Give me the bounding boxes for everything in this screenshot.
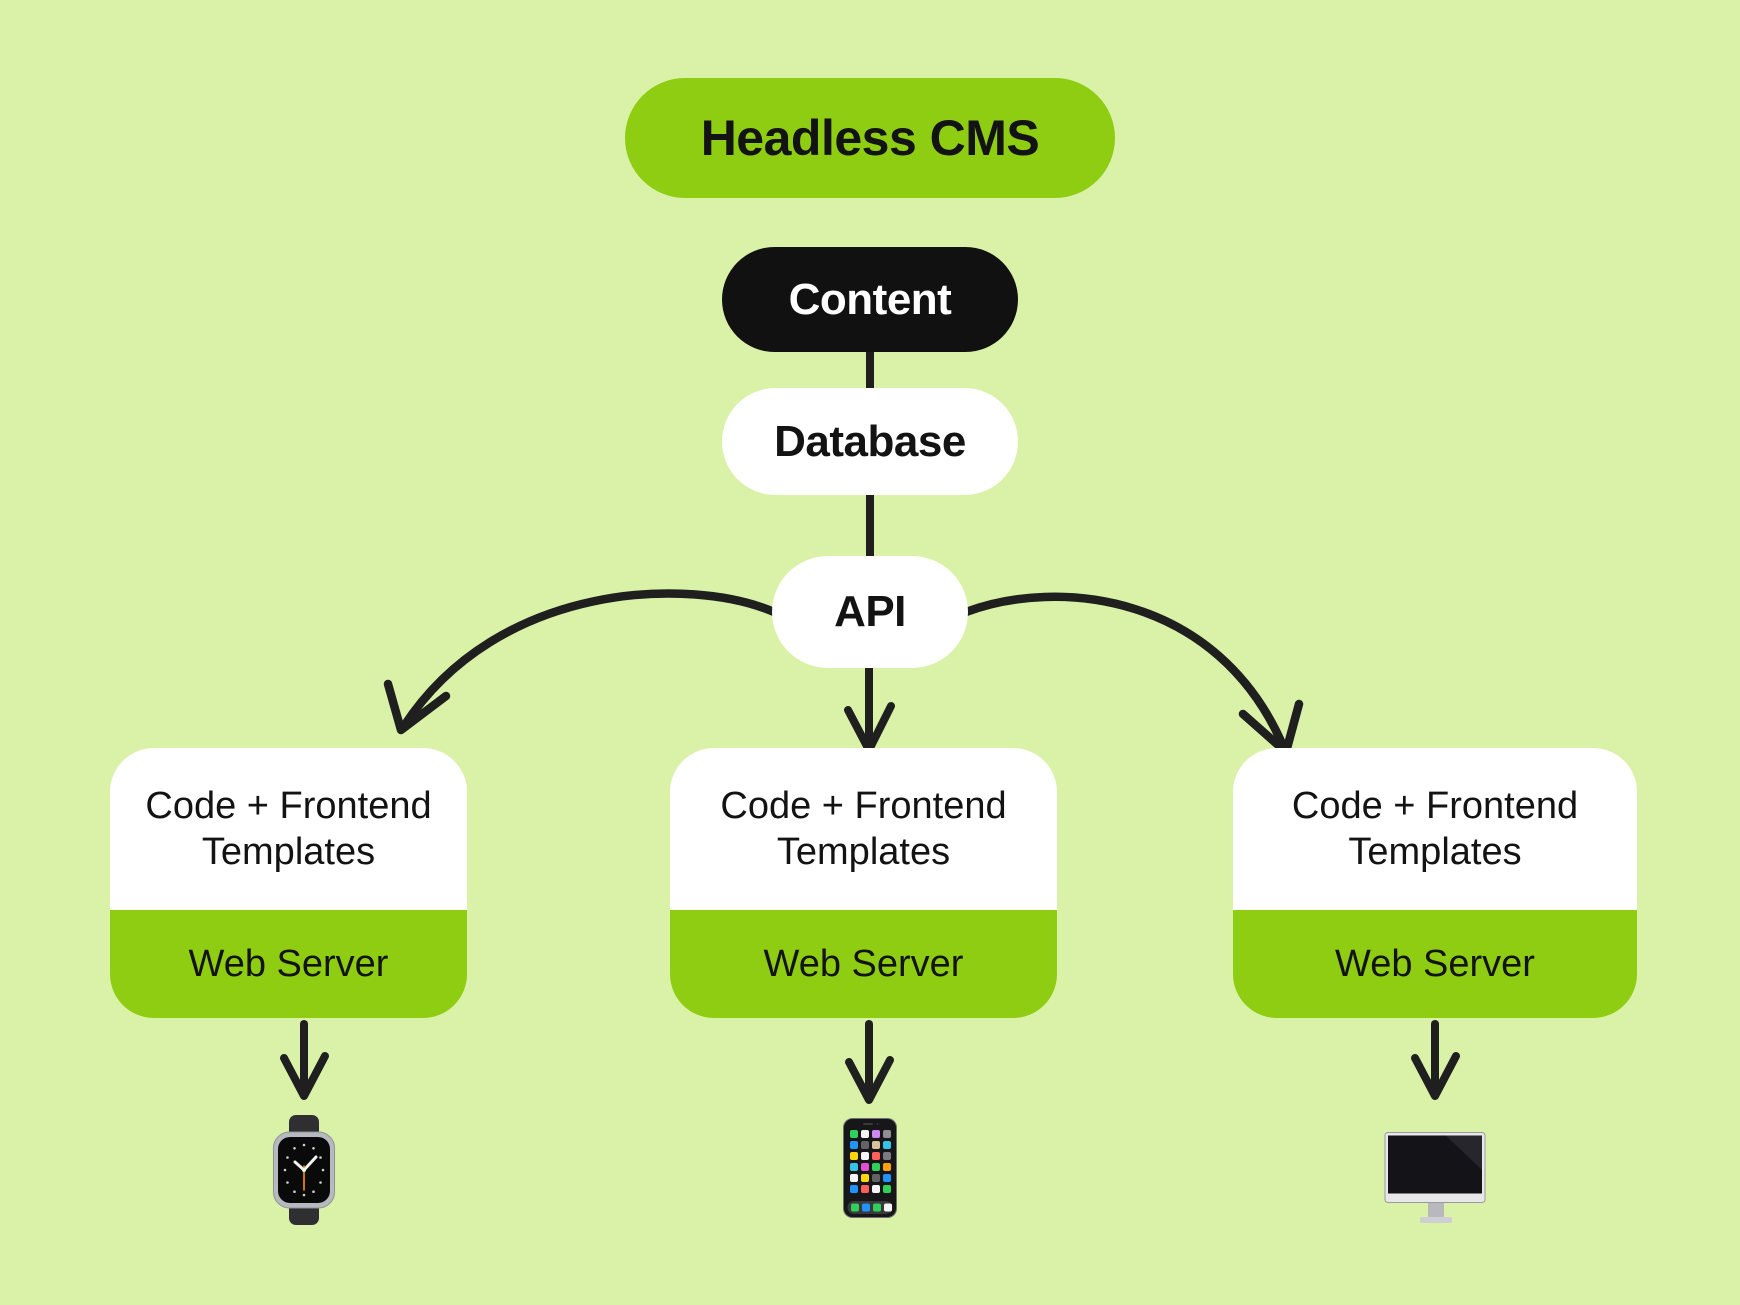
code-frontend-label-line2: Templates [1348,831,1522,873]
headless-cms-title-pill: Headless CMS [625,78,1115,198]
web-server-section: Web Server [670,910,1057,1018]
web-server-label: Web Server [188,942,389,985]
apple-watch-icon [273,1114,335,1226]
headless-cms-title-label: Headless CMS [700,110,1040,166]
server-box-left: Code + Frontend Templates Web Server [110,748,467,1018]
arrow-right-server-to-desktop-head [1411,1052,1460,1100]
arrow-left-server-to-watch-head [280,1052,329,1100]
database-label: Database [774,416,966,466]
desktop-computer-icon [1384,1132,1486,1224]
web-server-section: Web Server [110,910,467,1018]
api-label: API [834,587,906,636]
server-box-middle: Code + Frontend Templates Web Server [670,748,1057,1018]
arrow-api-to-left-server-head [383,679,451,735]
code-frontend-label-line1: Code + Frontend [145,785,432,827]
code-frontend-label-line1: Code + Frontend [720,785,1007,827]
content-pill: Content [722,247,1018,352]
code-frontend-templates-section: Code + Frontend Templates [110,748,467,910]
web-server-section: Web Server [1233,910,1637,1018]
code-frontend-label-line1: Code + Frontend [1291,785,1579,827]
smartphone-icon [843,1118,897,1218]
api-pill: API [772,556,968,668]
code-frontend-templates-section: Code + Frontend Templates [1233,748,1637,910]
arrow-middle-server-to-phone-head [845,1056,894,1104]
arrow-api-to-left-server-curve [399,589,779,731]
code-frontend-label-line2: Templates [776,831,951,873]
code-frontend-label-line2: Templates [201,831,376,873]
server-box-right: Code + Frontend Templates Web Server [1233,748,1637,1018]
database-pill: Database [722,388,1018,495]
web-server-label: Web Server [763,942,964,985]
web-server-label: Web Server [1335,942,1535,985]
arrow-api-to-right-server-curve [961,592,1289,753]
code-frontend-templates-section: Code + Frontend Templates [670,748,1057,910]
content-label: Content [788,274,952,324]
